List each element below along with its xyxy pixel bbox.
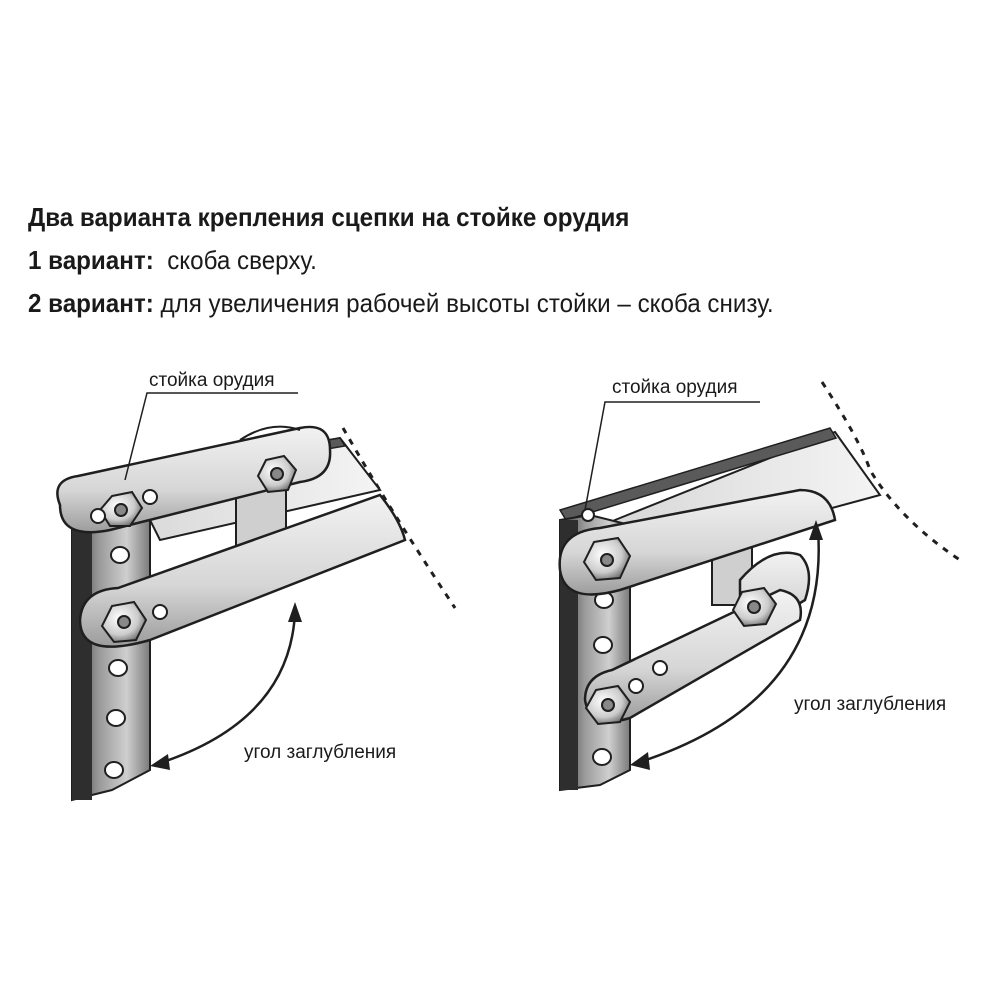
- right-callout-leader: [584, 401, 760, 511]
- left-post-holes: [104, 546, 130, 779]
- left-callout-leader: [124, 392, 298, 481]
- left-post-hole: [106, 709, 126, 727]
- right-post-hole: [593, 636, 613, 654]
- right-arrowhead-top: [809, 520, 823, 540]
- variant-2-text: для увеличения рабочей высоты стойки – с…: [160, 288, 774, 318]
- right-angle-label: угол заглубления: [794, 694, 946, 715]
- left-arrowhead-bottom: [150, 754, 170, 770]
- right-arrowhead-bottom: [630, 752, 650, 770]
- variant-2-line: 2 вариант: для увеличения рабочей высоты…: [28, 282, 774, 325]
- left-lower-pin: [152, 604, 168, 620]
- left-dashed-arc: [341, 427, 457, 609]
- right-link-hole: [628, 678, 644, 694]
- right-link-hole: [652, 660, 668, 676]
- right-dashed-arc: [820, 381, 961, 562]
- right-post-holes: [592, 591, 614, 766]
- variant-1-text: скоба сверху.: [167, 245, 317, 275]
- left-post-label: стойка орудия: [149, 370, 275, 391]
- left-angle-label: угол заглубления: [244, 742, 396, 763]
- left-bolts: [90, 454, 298, 644]
- left-hitch-diagram: стойка орудия угол заглубления: [56, 370, 457, 802]
- header-text-block: Два варианта крепления сцепки на стойке …: [28, 196, 830, 325]
- left-post-hole: [110, 546, 130, 564]
- left-side-pin: [90, 508, 106, 524]
- left-post-hole: [108, 659, 128, 677]
- variant-1-line: 1 вариант: скоба сверху.: [28, 239, 774, 282]
- right-bolts: [581, 508, 778, 726]
- left-arrowhead-top: [288, 602, 302, 622]
- right-angle-arrow: [639, 529, 820, 764]
- variant-1-label: 1 вариант:: [28, 245, 154, 275]
- left-angle-arrow: [159, 611, 297, 765]
- diagram-title: Два варианта крепления сцепки на стойке …: [28, 202, 630, 232]
- left-post-hole: [104, 761, 124, 779]
- right-upper-plate: [558, 488, 837, 596]
- variant-2-label: 2 вариант:: [28, 288, 154, 318]
- right-top-pin: [581, 508, 595, 522]
- right-post-hole: [592, 748, 612, 766]
- left-top-pin: [142, 489, 158, 505]
- right-hitch-diagram: стойка орудия угол заглубления: [558, 377, 961, 792]
- right-post-label: стойка орудия: [612, 377, 738, 398]
